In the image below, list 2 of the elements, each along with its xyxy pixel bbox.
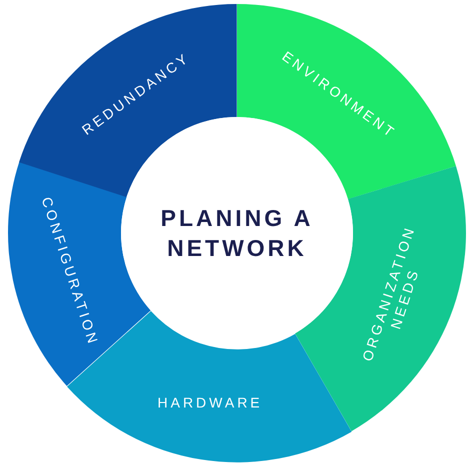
center-title: PLANING A NETWORK [160, 204, 314, 263]
segment-label: HARDWARE [156, 394, 264, 412]
